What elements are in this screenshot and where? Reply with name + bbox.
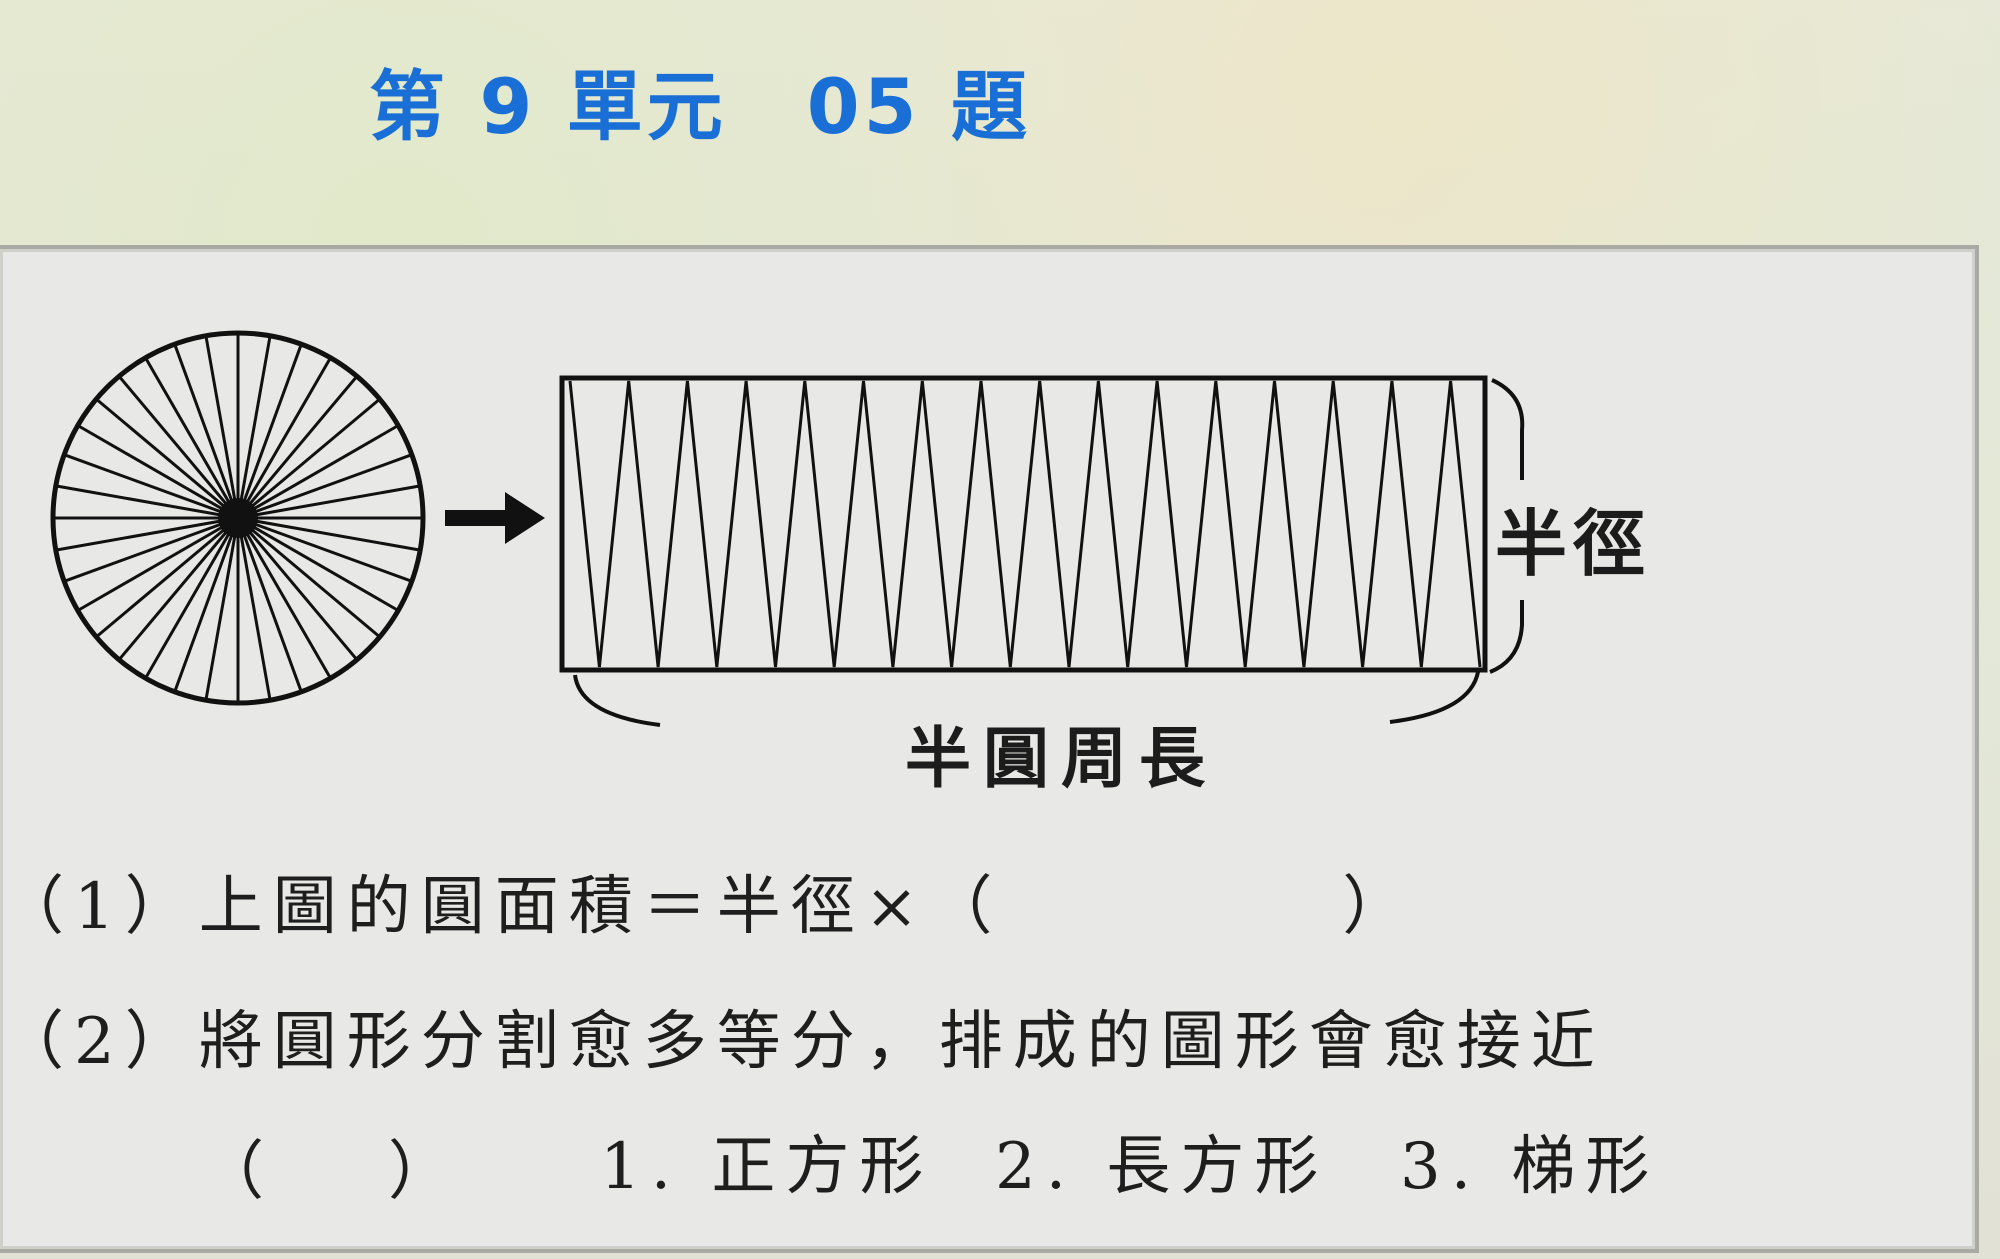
sector-zigzag [568,380,1482,668]
circle-sector-line [236,343,303,519]
circle-sector-line [236,357,332,519]
circle-sector-line [63,453,239,520]
circle-sector-line [117,517,240,661]
circle-sector-line [173,343,240,519]
option-2: 2. 長方形 [995,1130,1329,1204]
question-2-answer-blank[interactable]: （ ） [200,1135,482,1209]
page-title: 第 9 單元 05 題 [368,62,1032,151]
half-circumference-label: 半圓周長 [905,719,1217,797]
option-1: 1. 正方形 [600,1130,934,1204]
question-1-close: ） [1342,870,1417,944]
circle-sector-line [117,375,240,519]
circle-sector-line [144,517,240,679]
circle-center [218,498,258,538]
sector-rectangle [559,375,1488,673]
circle-sector-line [95,516,239,639]
circle-sector-line [236,335,272,519]
circle-sector-line [236,517,332,679]
circle-sector-line [237,516,421,552]
circle-sector-line [237,516,381,639]
question-card [0,245,1979,1253]
radius-label: 半徑 [1495,501,1652,586]
circle-sector-line [95,397,239,520]
circle-sector-line [237,397,381,520]
circle-sector-line [237,484,421,520]
question-1-text: 上圖的圓面積＝半徑×（ [198,870,1003,944]
question-2: （2）將圓形分割愈多等分，排成的圖形會愈接近 [0,990,1605,1082]
circle-sector-line [237,424,399,520]
circle-sector-line [236,375,359,519]
circle-sector-line [77,424,239,520]
circle-sector-line [63,516,239,583]
circle-sector-line [173,517,240,693]
radius-brace [1489,378,1525,674]
circle-sector-line [55,516,239,552]
circle-sector-line [77,516,239,612]
half-circumference-brace [573,671,1480,727]
circle-sector-line [237,516,399,612]
circle-to-rectangle-diagram [50,330,1525,727]
divided-circle [50,330,426,706]
circle-sector-line [236,517,303,693]
arrow-icon [445,492,545,544]
circle-sector-line [237,453,413,520]
circle-sector-line [236,517,359,661]
circle-sector-line [204,335,240,519]
question-1: （1）上圖的圓面積＝半徑×（ ） [0,855,1416,947]
circle-sector-line [55,484,239,520]
question-2-text: 將圓形分割愈多等分，排成的圖形會愈接近 [198,1005,1605,1079]
circle-sector-line [144,357,240,519]
question-1-number: （1） [0,870,199,944]
option-3: 3. 梯形 [1400,1130,1660,1204]
circle-sector-line [204,517,240,701]
circle-sector-line [236,517,272,701]
question-2-number: （2） [0,1005,199,1079]
circle-sector-line [237,516,413,583]
